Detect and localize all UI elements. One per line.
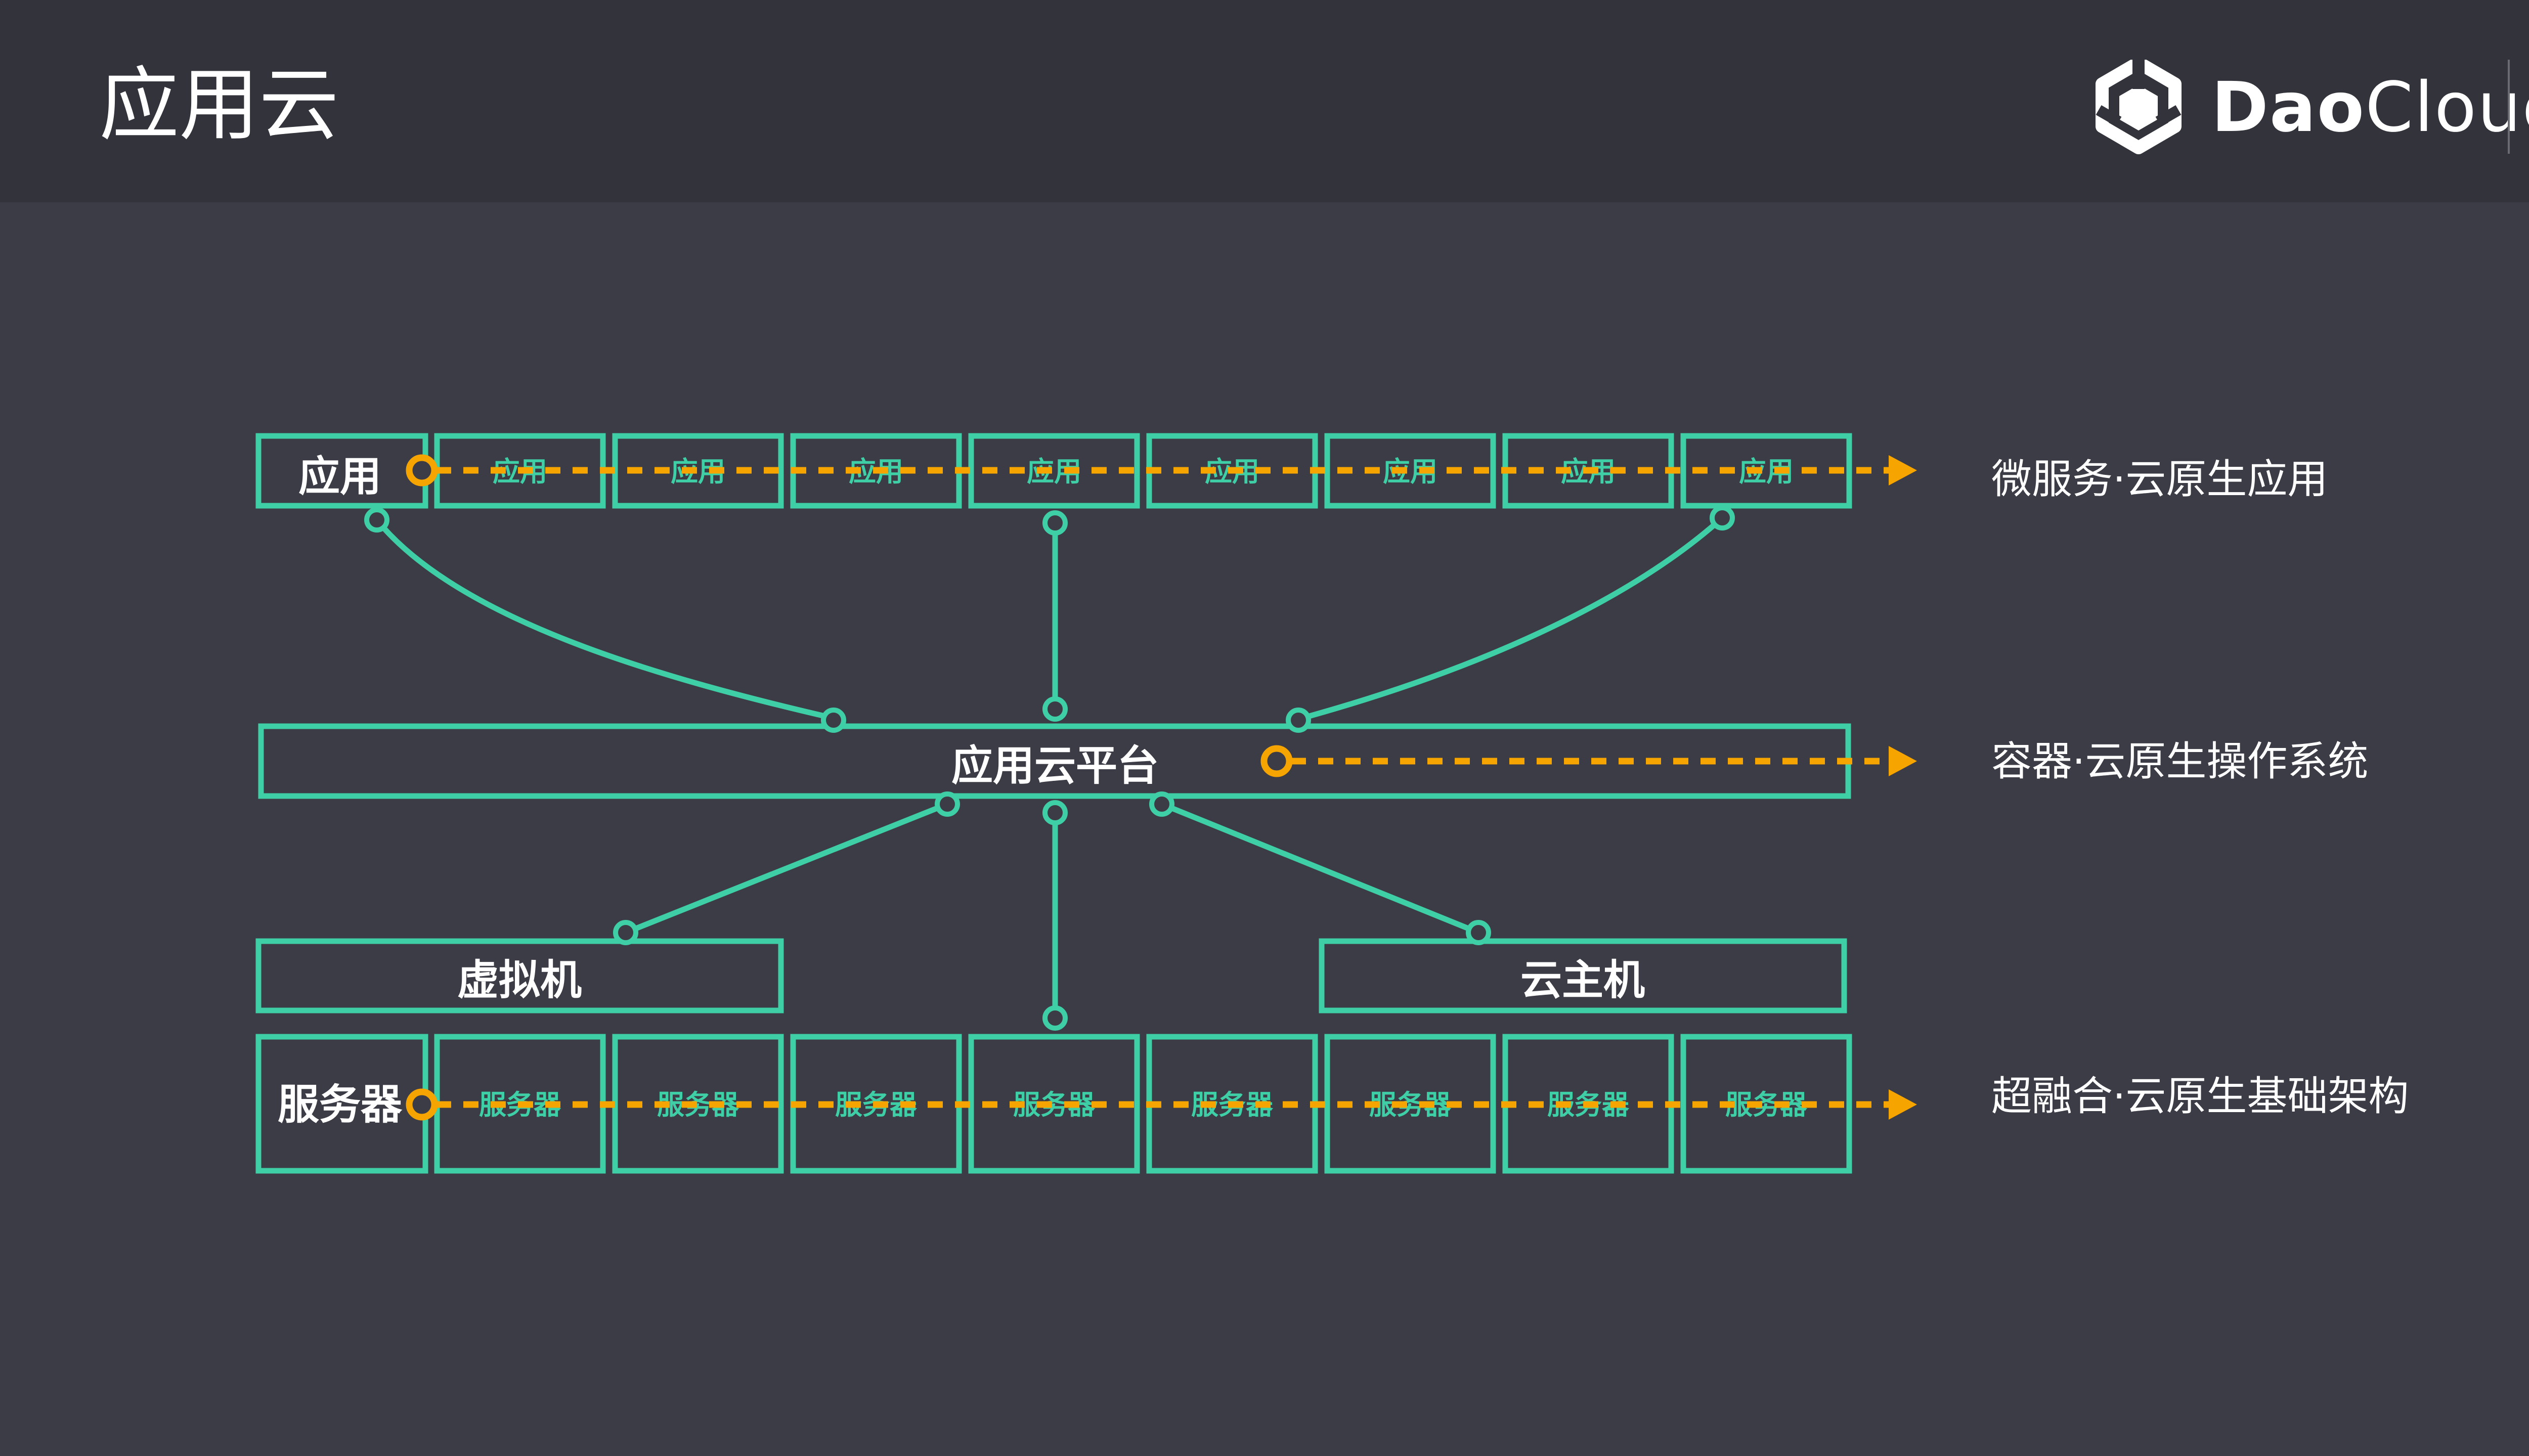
platform-flow-arrow [1889, 746, 1917, 776]
node-platform-bottom-right [1149, 791, 1174, 817]
connector-platform-to-host [1160, 801, 1480, 936]
app-label: 应用 [298, 453, 381, 501]
node-platform-top-center [1042, 696, 1068, 722]
server-cell-label: 服务器 [1725, 1089, 1808, 1121]
connector-app-left-to-platform [374, 518, 835, 721]
server-cell-box [1324, 1034, 1496, 1174]
platform-flow-label: 容器·云原生操作系统 [1991, 738, 2368, 785]
server-label: 服务器 [278, 1081, 403, 1129]
node-platform-top-left [821, 708, 846, 733]
server-flow-arrow [1889, 1089, 1917, 1120]
node-platform-bottom-center [1042, 800, 1068, 825]
side-labels: 微服务·云原生应用 容器·云原生操作系统 超融合·云原生基础架构 [1991, 456, 2409, 1120]
connector-platform-to-vm [624, 801, 949, 936]
daocloud-logo: DaoCloud [2094, 60, 2529, 156]
vm-label: 虚拟机 [457, 956, 582, 1004]
server-cell-label: 服务器 [1013, 1089, 1096, 1121]
daocloud-logo-text: DaoCloud [2211, 60, 2529, 156]
connectors [374, 515, 1724, 1018]
node-server [1042, 1005, 1068, 1031]
server-cell-label: 服务器 [1369, 1089, 1452, 1121]
server-cells: 服务器服务器服务器服务器服务器服务器服务器服务器 [434, 1034, 1852, 1174]
app-flow-origin [406, 454, 438, 487]
logo-divider [2508, 60, 2510, 154]
host-label: 云主机 [1520, 956, 1645, 1004]
node-app-left [364, 507, 389, 533]
app-cell-box [1680, 433, 1852, 509]
server-cell-box [1680, 1034, 1852, 1174]
app-flow-label: 微服务·云原生应用 [1991, 456, 2328, 503]
platform-flow-origin [1260, 745, 1293, 777]
node-app-center [1042, 510, 1068, 536]
vm-box [255, 938, 784, 1013]
server-cell-label: 服务器 [657, 1089, 739, 1121]
server-flow-label: 超融合·云原生基础架构 [1991, 1073, 2409, 1120]
daocloud-logo-icon [2096, 60, 2182, 154]
header-bar: 应用云 DaoCloud [0, 0, 2529, 202]
node-app-right [1710, 505, 1735, 531]
app-cell-box [968, 433, 1140, 509]
platform-label: 应用云平台 [951, 742, 1159, 790]
logo-text-cloud: Cloud [2365, 68, 2529, 148]
server-flow-origin [406, 1088, 438, 1121]
node-platform-top-right [1286, 708, 1311, 733]
page-title: 应用云 [99, 59, 339, 152]
virtual-layer: 虚拟机 云主机 [255, 938, 1847, 1013]
node-vm [613, 920, 638, 945]
app-cells: 应用应用应用应用应用应用应用应用 [434, 433, 1852, 509]
logo-text-dao: Dao [2211, 68, 2366, 148]
connector-app-right-to-platform [1297, 515, 1724, 722]
platform-layer: 应用云平台 [258, 723, 1851, 799]
node-host [1466, 920, 1491, 945]
app-cell-box [1324, 433, 1496, 509]
app-flow-arrow [1889, 455, 1917, 486]
flows [406, 454, 1917, 1121]
node-platform-bottom-left [935, 791, 960, 817]
connector-nodes [364, 505, 1735, 1031]
host-box [1319, 938, 1847, 1013]
server-cell-box [968, 1034, 1140, 1174]
